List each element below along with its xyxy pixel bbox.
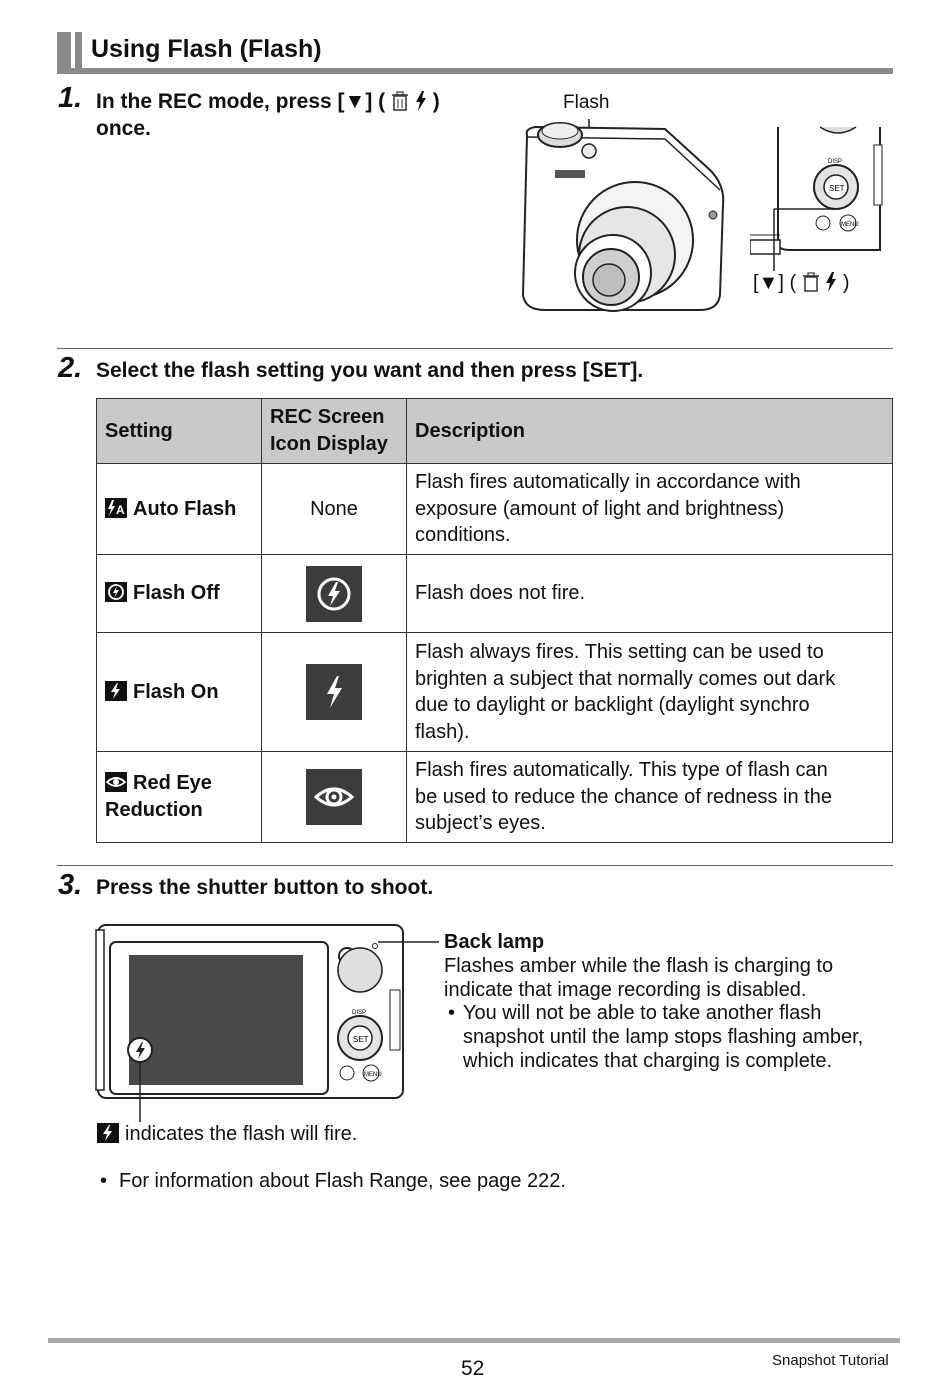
- icon-display-flash-off: [261, 554, 407, 633]
- back-lamp-description: Flashes amber while the flash is chargin…: [444, 954, 833, 1002]
- description-red-eye: Flash fires automatically. This type of …: [406, 751, 893, 843]
- svg-text:MENU: MENU: [364, 1072, 382, 1078]
- step-1-text-a: In the REC mode, press [▼] (: [96, 90, 386, 113]
- step-2-number: 2.: [58, 352, 83, 384]
- setting-auto-flash: A Auto Flash: [96, 463, 262, 555]
- back-lamp-title: Back lamp: [444, 931, 545, 953]
- description-flash-off: Flash does not fire.: [406, 554, 893, 633]
- step-1-number: 1.: [58, 82, 83, 114]
- flash-range-note: For information about Flash Range, see p…: [119, 1170, 566, 1192]
- step-3-instruction: Press the shutter button to shoot.: [96, 876, 434, 899]
- desc-line: subject’s eyes.: [415, 812, 546, 835]
- desc-line: exposure (amount of light and brightness…: [415, 497, 785, 520]
- svg-text:DISP: DISP: [828, 159, 842, 165]
- section-name: Snapshot Tutorial: [772, 1352, 889, 1369]
- svg-text:DISP: DISP: [352, 1010, 366, 1016]
- red-eye-icon: [306, 769, 362, 825]
- bullet-line: which indicates that charging is complet…: [463, 1050, 833, 1072]
- flash-off-small-icon: [105, 582, 127, 602]
- header-icon-line2: Icon Display: [270, 433, 388, 455]
- desc-line: Flash does not fire.: [415, 582, 586, 605]
- desc-line: brighten a subject that normally comes o…: [415, 667, 836, 690]
- bullet-marker: •: [448, 1002, 456, 1024]
- svg-text:A: A: [116, 503, 125, 517]
- svg-text:SET: SET: [353, 1035, 369, 1044]
- setting-label: Red Eye: [133, 772, 212, 794]
- camera-front-illustration: [521, 119, 725, 312]
- svg-text:MENU: MENU: [841, 222, 859, 228]
- bullet-line: snapshot until the lamp stops flashing a…: [463, 1026, 864, 1048]
- step-1-text-c: once.: [96, 117, 151, 140]
- page-number: 52: [461, 1357, 485, 1380]
- setting-red-eye: Red Eye Reduction: [96, 751, 262, 843]
- step-1-text-b: ): [432, 90, 440, 113]
- button-label-b: ): [842, 272, 850, 294]
- table-row: Flash On Flash always fires. This settin…: [96, 632, 893, 752]
- description-flash-on: Flash always fires. This setting can be …: [406, 632, 893, 752]
- setting-label: Flash On: [133, 680, 219, 703]
- step-1-instruction: In the REC mode, press [▼] ( ) once.: [96, 88, 516, 142]
- desc-line: be used to reduce the chance of redness …: [415, 785, 832, 808]
- back-lamp-bullet: You will not be able to take another fla…: [463, 1001, 863, 1073]
- flash-icon: [825, 272, 837, 294]
- desc-line: flash).: [415, 720, 470, 743]
- table-row: Red Eye Reduction Flash fires automatica…: [96, 751, 893, 843]
- button-label-a: [▼] (: [753, 272, 797, 294]
- step-3-number: 3.: [58, 869, 83, 901]
- trash-icon: [391, 90, 409, 113]
- flash-on-small-icon: [97, 1123, 119, 1143]
- setting-flash-off: Flash Off: [96, 554, 262, 633]
- setting-label: Flash Off: [133, 582, 220, 604]
- flash-indicator-note: indicates the flash will fire.: [97, 1122, 357, 1146]
- header-description: Description: [406, 398, 893, 464]
- bullet-line: You will not be able to take another fla…: [463, 1002, 822, 1024]
- desc-line: Flash always fires. This setting can be …: [415, 641, 824, 663]
- table-row: A Auto Flash None Flash fires automatical…: [96, 463, 893, 555]
- setting-flash-on: Flash On: [96, 632, 262, 752]
- table-header-row: Setting REC Screen Icon Display Descript…: [96, 398, 893, 464]
- description-auto-flash: Flash fires automatically in accordance …: [406, 463, 893, 555]
- header-icon-line1: REC Screen: [270, 406, 385, 428]
- page-title: Using Flash (Flash): [91, 35, 322, 63]
- set-button-label: [▼] ( ): [753, 272, 849, 295]
- setting-label: Reduction: [105, 799, 203, 821]
- section-divider: [57, 348, 893, 349]
- auto-flash-icon: A: [105, 497, 127, 518]
- flash-label: Flash: [563, 92, 610, 113]
- desc-line: Flash fires automatically in accordance …: [415, 471, 801, 494]
- svg-text:SET: SET: [829, 184, 845, 193]
- icon-display-flash-on: [261, 632, 407, 752]
- title-accent-bar: [57, 32, 71, 72]
- header-icon-display: REC Screen Icon Display: [261, 398, 407, 464]
- indicator-note-text: indicates the flash will fire.: [125, 1123, 358, 1145]
- step-2-instruction: Select the flash setting you want and th…: [96, 359, 644, 382]
- flash-icon: [415, 90, 427, 113]
- back-lamp-line: Flashes amber while the flash is chargin…: [444, 955, 834, 977]
- red-eye-small-icon: [105, 772, 127, 792]
- icon-display-none: None: [261, 463, 407, 555]
- icon-display-red-eye: [261, 751, 407, 843]
- flash-on-small-icon: [105, 680, 127, 701]
- title-accent-bar-thin: [75, 32, 82, 72]
- title-underline: [57, 68, 893, 74]
- desc-line: Flash fires automatically. This type of …: [415, 759, 828, 782]
- page-title-bar: Using Flash (Flash): [57, 32, 893, 74]
- footer-rule: [48, 1338, 900, 1343]
- section-divider: [57, 865, 893, 866]
- setting-label: Auto Flash: [133, 497, 237, 520]
- desc-line: conditions.: [415, 524, 511, 547]
- flash-off-icon: [306, 565, 362, 622]
- table-row: Flash Off Flash does not fire.: [96, 554, 893, 633]
- back-lamp-line: indicate that image recording is disable…: [444, 979, 807, 1001]
- flash-on-icon: [306, 664, 362, 720]
- header-setting: Setting: [96, 398, 262, 464]
- camera-back-detail-illustration: SET DISP MENU: [750, 126, 883, 271]
- camera-back-illustration: SET DISP MENU: [95, 924, 439, 1122]
- desc-line: due to daylight or backlight (daylight s…: [415, 694, 810, 716]
- flash-settings-table: Setting REC Screen Icon Display Descript…: [96, 398, 893, 843]
- trash-icon: [802, 272, 820, 294]
- bullet-marker: •: [100, 1170, 108, 1192]
